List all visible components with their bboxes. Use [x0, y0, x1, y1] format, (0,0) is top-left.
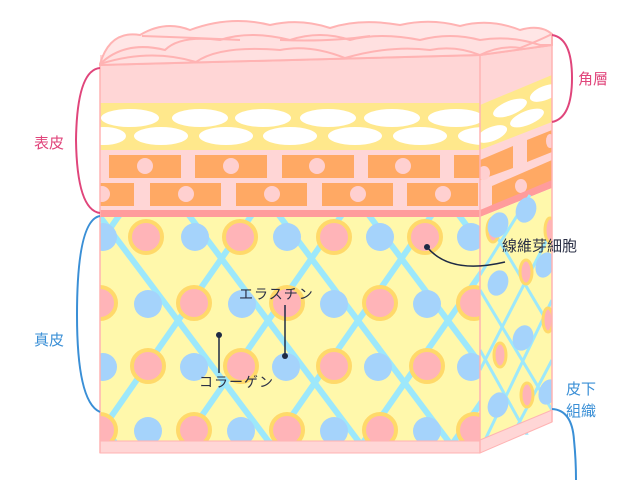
fibroblast-leader: [426, 246, 506, 267]
fibroblast-label: 線維芽細胞: [502, 237, 578, 255]
dermis-front: [100, 217, 480, 441]
elastin-nodes: [100, 223, 480, 441]
subcutaneous-label: 皮下 組織: [566, 378, 596, 422]
fibroblast-pointer-dot: [424, 244, 430, 250]
subcutaneous-label-line2: 組織: [566, 402, 597, 420]
base-slab-front: [99, 440, 481, 454]
epidermis-bracket: [74, 67, 101, 214]
collagen-pointer-dot: [216, 332, 222, 338]
elastin-label: エラスチン: [239, 287, 314, 303]
skin-surface: [99, 20, 553, 67]
spinous-bricks: [100, 155, 480, 206]
subcutaneous-bracket: [551, 408, 577, 481]
granular-cells: [100, 109, 480, 145]
epidermis-label: 表皮: [34, 134, 65, 152]
front-face: [100, 55, 480, 217]
stratum-corneum-label: 角層: [578, 70, 609, 88]
collagen-label: コラーゲン: [199, 375, 274, 391]
dermis-bracket: [75, 215, 101, 413]
stratum-corneum-bracket: [551, 34, 574, 123]
fibroblasts: [100, 219, 480, 441]
elastin-pointer-dot: [282, 353, 288, 359]
dermis-label: 真皮: [34, 331, 65, 349]
subcutaneous-label-line1: 皮下: [566, 380, 597, 398]
